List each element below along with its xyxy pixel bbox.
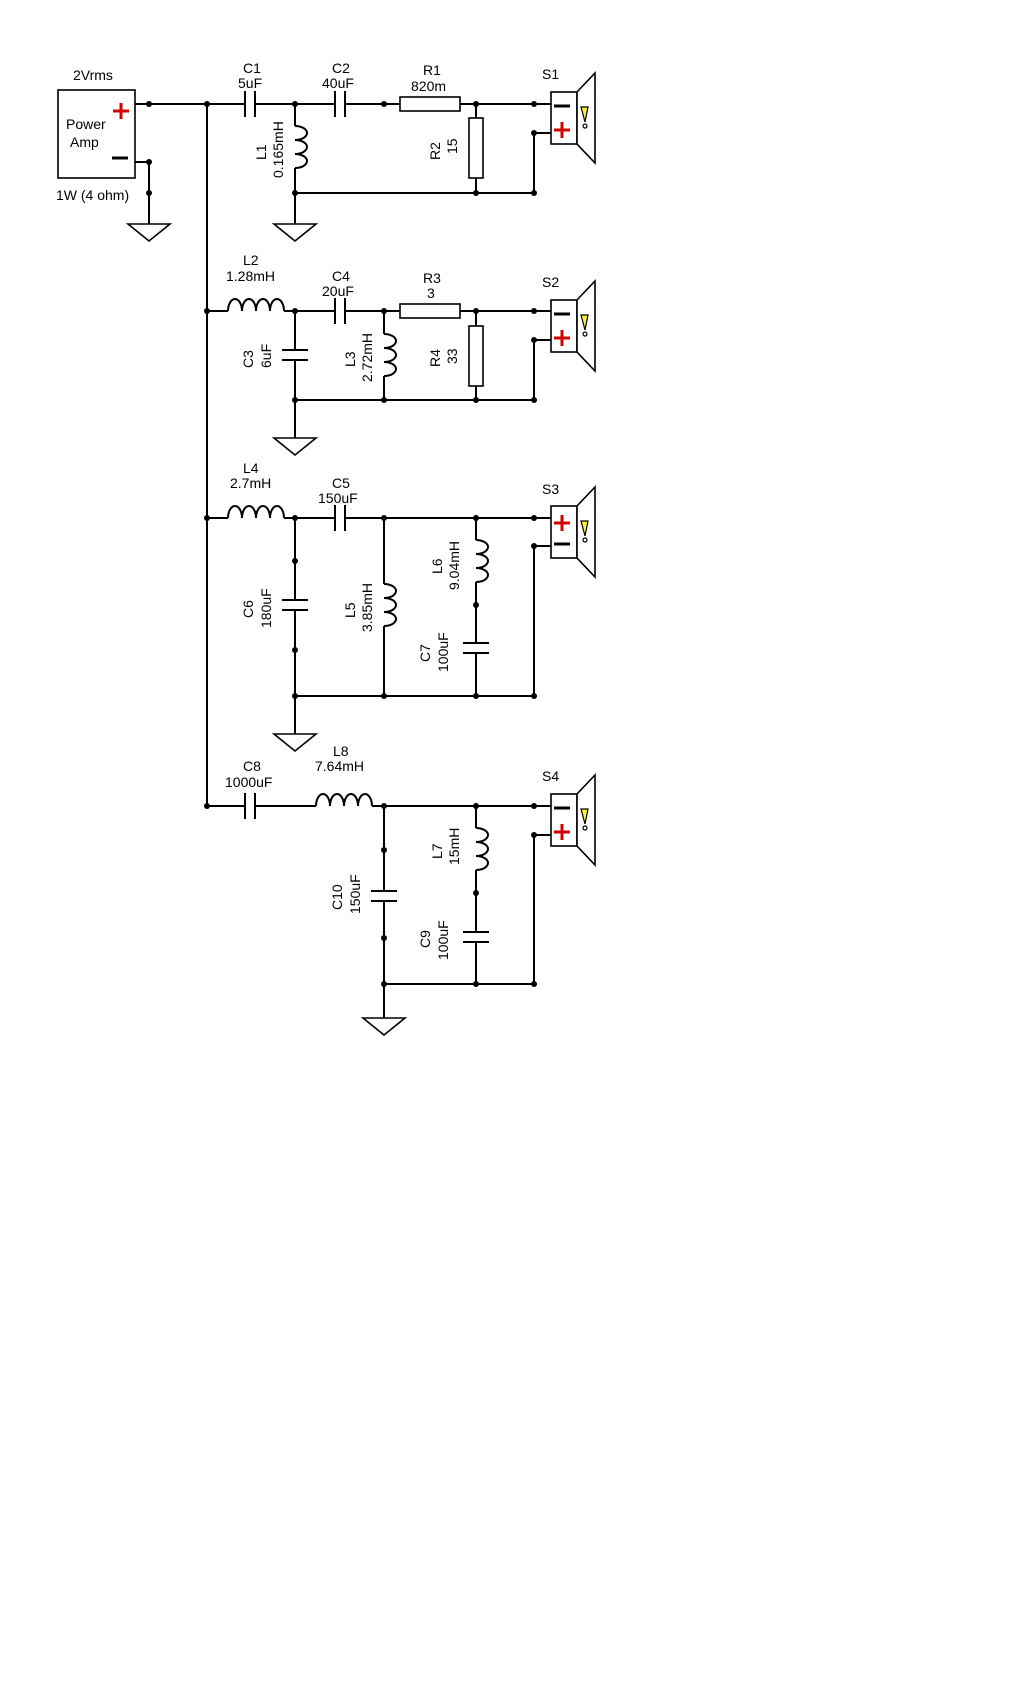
source-voltage-label: 2Vrms xyxy=(73,67,113,83)
r1-value: 820m xyxy=(411,78,446,94)
c1-value: 5uF xyxy=(238,75,262,91)
power-amp xyxy=(57,89,136,179)
l4-value: 2.7mH xyxy=(230,475,271,491)
c6-ref: C6 xyxy=(240,600,256,618)
l7-value: 15mH xyxy=(446,828,462,865)
l5-ref: L5 xyxy=(342,602,358,618)
source-rating-label: 1W (4 ohm) xyxy=(56,187,129,203)
c4-ref: C4 xyxy=(332,268,350,284)
c7-value: 100uF xyxy=(435,632,451,672)
r2-ref: R2 xyxy=(427,142,443,160)
speaker-s2 xyxy=(550,280,596,372)
l5-value: 3.85mH xyxy=(359,583,375,632)
c6-value: 180uF xyxy=(258,588,274,628)
l4-ref: L4 xyxy=(243,460,259,476)
l6-ref: L6 xyxy=(429,558,445,574)
l1-value: 0.165mH xyxy=(270,121,286,178)
r4-value: 33 xyxy=(444,348,460,364)
l8-value: 7.64mH xyxy=(315,758,364,774)
l3-ref: L3 xyxy=(342,351,358,367)
r4-ref: R4 xyxy=(427,349,443,367)
speaker-s1 xyxy=(550,72,596,164)
source-wires xyxy=(127,103,245,806)
c8-ref: C8 xyxy=(243,758,261,774)
c2-ref: C2 xyxy=(332,60,350,76)
c1-ref: C1 xyxy=(243,60,261,76)
c5-ref: C5 xyxy=(332,475,350,491)
c4-value: 20uF xyxy=(322,283,354,299)
l2-value: 1.28mH xyxy=(226,268,275,284)
c10-value: 150uF xyxy=(347,874,363,914)
c9-ref: C9 xyxy=(417,930,433,948)
l7-ref: L7 xyxy=(429,843,445,859)
r1-ref: R1 xyxy=(423,62,441,78)
l3-value: 2.72mH xyxy=(359,333,375,382)
c3-value: 6uF xyxy=(258,344,274,368)
l6-value: 9.04mH xyxy=(446,541,462,590)
l8-ref: L8 xyxy=(333,743,349,759)
section-2 xyxy=(204,280,596,456)
l2-ref: L2 xyxy=(243,252,259,268)
s1-ref: S1 xyxy=(542,66,559,82)
section-4 xyxy=(204,774,596,1036)
l1-ref: L1 xyxy=(253,144,269,160)
speaker-s3 xyxy=(550,486,596,578)
c8-value: 1000uF xyxy=(225,774,272,790)
section-1 xyxy=(146,72,596,242)
source-title-line1: Power xyxy=(66,116,106,132)
s3-ref: S3 xyxy=(542,481,559,497)
r3-ref: R3 xyxy=(423,270,441,286)
s4-ref: S4 xyxy=(542,768,559,784)
section-3 xyxy=(204,486,596,752)
c7-ref: C7 xyxy=(417,644,433,662)
c9-value: 100uF xyxy=(435,920,451,960)
c2-value: 40uF xyxy=(322,75,354,91)
r3-value: 3 xyxy=(427,285,435,301)
s2-ref: S2 xyxy=(542,274,559,290)
speaker-s4 xyxy=(550,774,596,866)
r2-value: 15 xyxy=(444,138,460,154)
source-title-line2: Amp xyxy=(70,134,99,150)
c5-value: 150uF xyxy=(318,490,358,506)
c3-ref: C3 xyxy=(240,350,256,368)
c10-ref: C10 xyxy=(329,884,345,910)
